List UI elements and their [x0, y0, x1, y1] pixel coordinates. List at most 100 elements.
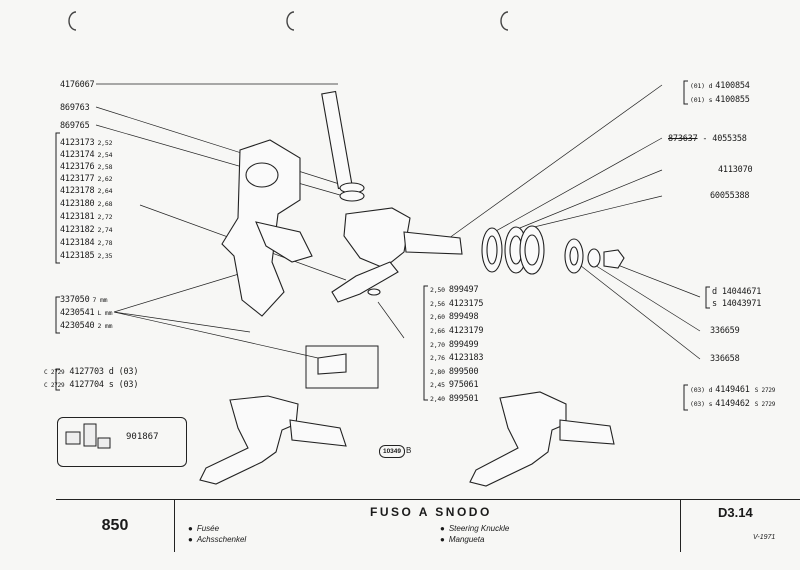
label-washer: 336659	[710, 326, 740, 336]
pn-text: 4123181	[60, 212, 95, 222]
code-text: (03) d	[690, 386, 713, 394]
pn-text: 4123176	[60, 162, 95, 172]
size-text: 2,74	[97, 226, 113, 234]
pn-text: 4149462	[715, 399, 750, 409]
size-text: 2,76	[430, 354, 445, 362]
side-text: d	[712, 287, 717, 297]
size-text: 2,64	[97, 187, 113, 195]
size-text: 2,40	[430, 395, 445, 403]
pn-text: 4055358	[712, 134, 747, 144]
label-brackets	[55, 80, 710, 411]
code-text: (03) s	[690, 400, 713, 408]
label-bushing-2: 869765	[60, 121, 90, 131]
lang-es-text: Mangueta	[448, 535, 485, 544]
binder-hole-marks	[68, 11, 509, 31]
pn-text: 4123185	[60, 251, 95, 261]
pn-text: 899500	[448, 367, 479, 377]
size-text: 2,78	[97, 239, 113, 247]
lang-es: ●Mangueta	[440, 535, 484, 545]
label-kingpin: 4176067	[60, 80, 95, 90]
label-bearing-superseded: 873637 - 4055358	[668, 134, 747, 144]
kit-part-number: 901867	[126, 432, 159, 442]
pn-text: 4230540	[60, 321, 95, 331]
pn-text: 869765	[60, 121, 90, 131]
pn-text: 4123180	[60, 199, 95, 209]
pn-text: 4100855	[715, 95, 750, 105]
label-knuckle-d: C 2729 4127703 d (03)	[42, 367, 138, 378]
pn-text: 4123184	[60, 238, 95, 248]
lang-en: ●Steering Knuckle	[440, 524, 509, 534]
pin-detail-box	[305, 345, 379, 389]
pn-text: 4123178	[60, 186, 95, 196]
lang-fr-text: Fusée	[196, 524, 220, 533]
code-text: (03)	[118, 380, 139, 390]
steering-knuckle-exploded	[221, 90, 625, 375]
code-text: (01) s	[690, 96, 713, 104]
size-text: 7 mm	[92, 296, 108, 304]
lang-fr: ●Fusée	[188, 524, 219, 534]
size-text: 2,66	[430, 327, 445, 335]
pn-text: 899498	[448, 312, 479, 322]
pn-text: 4149461	[715, 385, 750, 395]
bullet-icon: ●	[188, 535, 193, 544]
side-text: s	[712, 299, 717, 309]
label-cap: 336658	[710, 354, 740, 364]
suffix-text: S 2729	[754, 401, 776, 408]
drawing-ref-suffix: B	[406, 446, 412, 455]
size-text: 2,50	[430, 286, 445, 294]
pn-text: 14044671	[721, 287, 762, 297]
size-text: 2,58	[97, 163, 113, 171]
size-text: 2,62	[97, 175, 113, 183]
pn-text: 4123174	[60, 150, 95, 160]
kit-box	[57, 417, 187, 467]
label-bearing-2: 4113070	[718, 165, 753, 175]
size-text: 2,56	[430, 300, 445, 308]
bullet-icon: ●	[440, 524, 445, 533]
knuckle-assembly-right	[199, 395, 347, 485]
size-text: 2,52	[97, 139, 113, 147]
kit-illustration	[65, 423, 111, 449]
bullet-icon: ●	[188, 524, 193, 533]
lang-en-text: Steering Knuckle	[448, 524, 510, 533]
pn-text: 14043971	[721, 299, 762, 309]
suffix-text: S 2729	[754, 387, 776, 394]
size-text: 2,45	[430, 381, 445, 389]
label-nut-d: d 14044671	[712, 287, 761, 297]
pn-text: 899497	[448, 285, 479, 295]
prefix-text: C 2729	[44, 382, 65, 389]
revision-date: V-1971	[753, 534, 776, 541]
label-bearing-3: 60055388	[710, 191, 750, 201]
size-text: L mm	[97, 309, 113, 317]
pn-text: 4123182	[60, 225, 95, 235]
code-text: (01) d	[690, 82, 713, 90]
model-number: 850	[56, 500, 175, 552]
lang-de: ●Achsschenkel	[188, 535, 246, 545]
leader-lines	[95, 83, 701, 360]
size-text: 2,68	[97, 200, 113, 208]
pn-text: 337050	[60, 295, 90, 305]
size-text: 2,60	[430, 313, 445, 321]
pn-text: 4176067	[60, 80, 95, 90]
title-block	[56, 499, 800, 570]
label-nut-s: s 14043971	[712, 299, 761, 309]
pn-text: 4100854	[715, 81, 750, 91]
page-title: FUSO A SNODO	[370, 505, 492, 519]
lang-de-text: Achsschenkel	[196, 535, 247, 544]
pn-text: 975061	[448, 380, 479, 390]
